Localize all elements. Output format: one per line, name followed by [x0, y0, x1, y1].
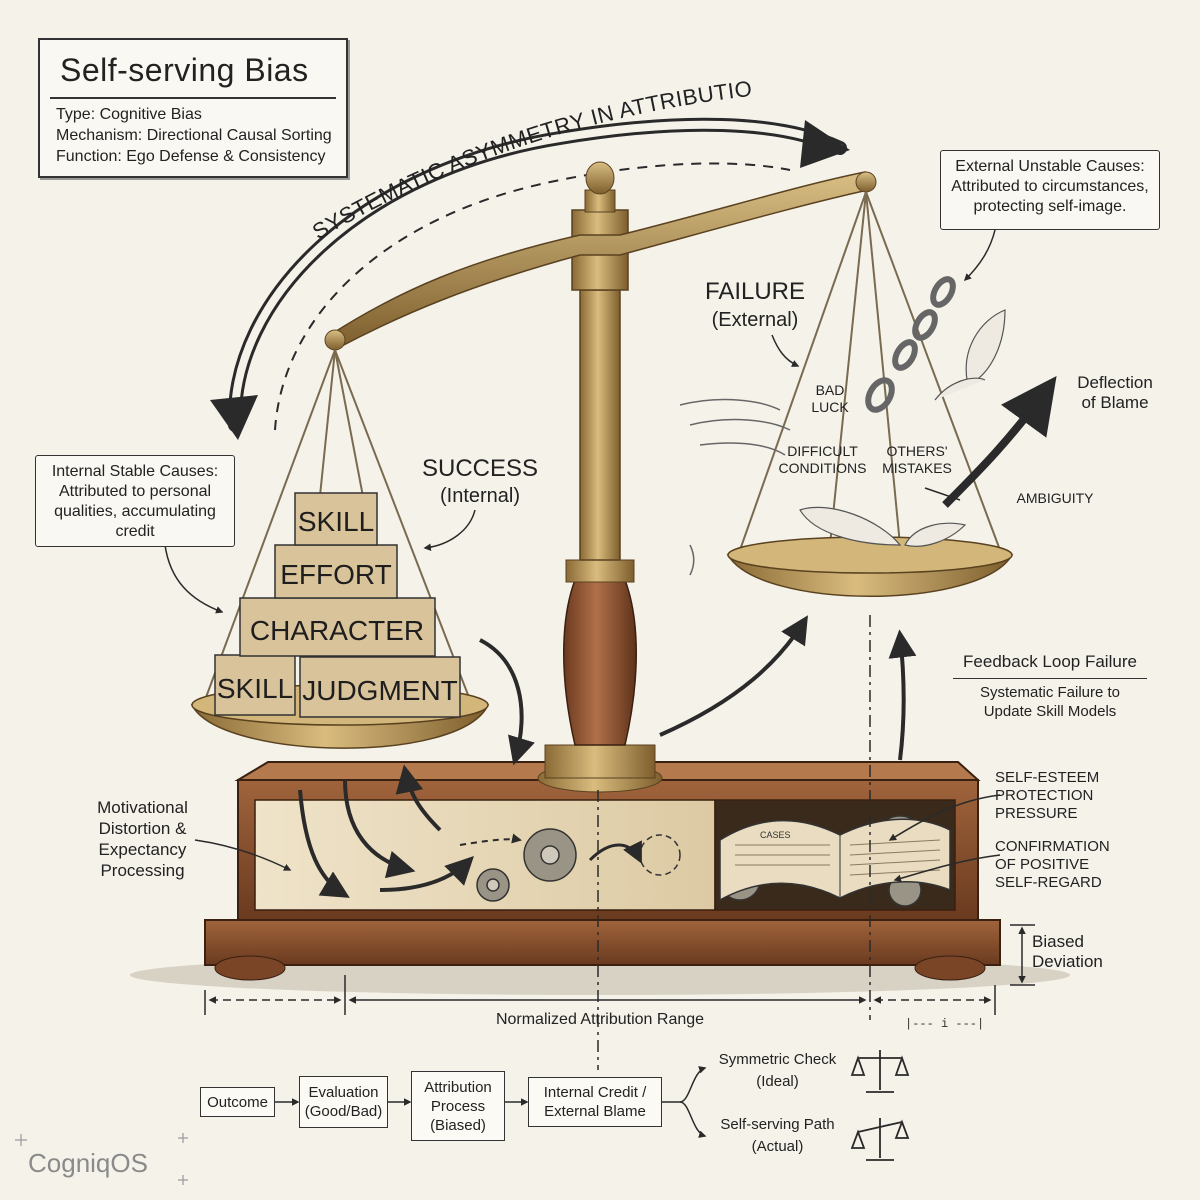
broken-chain-icon	[865, 276, 956, 413]
success-sublabel: (Internal)	[439, 485, 521, 507]
distortion-arrows	[298, 764, 642, 898]
svg-text:EFFORT: EFFORT	[280, 559, 391, 590]
flow-credit-blame: Internal Credit / External Blame	[528, 1077, 662, 1127]
title-divider	[50, 97, 336, 99]
biased-deviation-label: Biased Deviation	[1032, 932, 1114, 972]
svg-text:|--- i ---|: |--- i ---|	[905, 1017, 984, 1031]
meta-function: Function: Ego Defense & Consistency	[56, 148, 326, 165]
feedback-title: Feedback Loop Failure	[963, 652, 1137, 671]
flow-evaluation: Evaluation (Good/Bad)	[299, 1076, 388, 1128]
tilted-scale-icon	[850, 1118, 910, 1161]
range-label: Normalized Attribution Range	[495, 1011, 705, 1028]
bad-luck-line1: BAD	[815, 382, 845, 398]
ambiguity-label: AMBIGUITY	[1016, 490, 1094, 506]
flow-outcome: Outcome	[200, 1087, 275, 1117]
difficult-line1: DIFFICULT	[787, 443, 858, 459]
sparkle-icon	[15, 1133, 188, 1185]
failure-label: FAILURE	[704, 278, 806, 305]
feedback-line1: Systematic Failure to	[979, 684, 1121, 701]
block-judgment: JUDGMENT	[299, 656, 461, 718]
attribution-line3: (Biased)	[430, 1116, 486, 1134]
title-box: Self-serving Bias Type: Cognitive Bias M…	[38, 38, 348, 178]
motivational-line4: Processing	[100, 861, 185, 880]
self-serving-path-label: Self-serving Path (Actual)	[705, 1114, 850, 1158]
confirmation-line1: CONFIRMATION	[995, 838, 1110, 855]
self-esteem-pressure-label: SELF-ESTEEM PROTECTION PRESSURE	[995, 769, 1115, 823]
motivational-line3: Expectancy	[98, 840, 187, 859]
beam-end-left	[324, 329, 346, 351]
wind-icon	[679, 398, 791, 576]
feedback-divider	[953, 678, 1147, 679]
internal-causes-callout: Internal Stable Causes: Attributed to pe…	[35, 455, 235, 547]
symmetric-line1: Symmetric Check	[718, 1051, 837, 1068]
flow-arrows	[479, 375, 1057, 766]
brand-logo: CogniqOS	[28, 1148, 148, 1178]
feedback-loop-note: Feedback Loop Failure Systematic Failure…	[935, 652, 1165, 721]
others-line1: OTHERS'	[886, 443, 948, 459]
biased-line2: Deviation	[1032, 952, 1103, 971]
svg-text:CHARACTER: CHARACTER	[250, 615, 424, 646]
difficult-line2: CONDITIONS	[778, 460, 867, 476]
pressure-line1: SELF-ESTEEM	[995, 769, 1100, 786]
arc-arrowhead-right	[800, 120, 850, 168]
credit-line1: Internal Credit /	[543, 1084, 647, 1101]
book-label: CASES	[760, 830, 791, 840]
feedback-line2: Update Skill Models	[983, 703, 1117, 720]
bad-luck-line2: LUCK	[811, 399, 849, 415]
confirmation-line2: OF POSITIVE	[995, 856, 1090, 873]
difficult-conditions-label: DIFFICULT CONDITIONS	[770, 443, 875, 477]
pressure-line2: PROTECTION	[995, 787, 1094, 804]
meta-type: Type: Cognitive Bias	[56, 106, 202, 123]
attribution-line1: Attribution	[424, 1078, 492, 1096]
block-character: CHARACTER	[239, 597, 436, 657]
asymmetry-arc	[210, 117, 850, 440]
arc-arrowhead-left	[210, 395, 258, 440]
motivational-line2: Distortion &	[98, 819, 187, 838]
symmetric-line2: (Ideal)	[756, 1073, 799, 1090]
motivational-line1: Motivational	[97, 798, 188, 817]
bad-luck-label: BAD LUCK	[800, 382, 860, 416]
page-title: Self-serving Bias	[60, 52, 309, 88]
svg-text:JUDGMENT: JUDGMENT	[302, 675, 458, 706]
confirmation-line3: SELF-REGARD	[995, 874, 1102, 891]
external-causes-callout: External Unstable Causes: Attributed to …	[940, 150, 1160, 230]
deflection-line2: of Blame	[1081, 393, 1149, 412]
attribution-line2: Process	[430, 1097, 486, 1115]
evaluation-line1: Evaluation	[308, 1084, 379, 1101]
scale-column	[537, 161, 663, 793]
pressure-line3: PRESSURE	[995, 805, 1078, 822]
selfserving-line1: Self-serving Path	[720, 1116, 835, 1133]
callout-pointers	[164, 229, 1001, 882]
motivational-distortion-label: Motivational Distortion & Expectancy Pro…	[75, 797, 210, 881]
beam-end-right	[855, 171, 877, 193]
right-chains	[739, 191, 1001, 551]
confirmation-label: CONFIRMATION OF POSITIVE SELF-REGARD	[995, 838, 1125, 892]
flow-attribution: Attribution Process (Biased)	[411, 1071, 505, 1141]
others-mistakes-label: OTHERS' MISTAKES	[872, 443, 962, 477]
block-skill-top: SKILL	[294, 492, 378, 546]
block-effort: EFFORT	[274, 544, 398, 599]
deflection-label: Deflection of Blame	[1060, 373, 1170, 413]
deflection-line1: Deflection	[1077, 373, 1153, 392]
success-blocks: SKILL JUDGMENT CHARACTER EFFORT SKILL	[214, 492, 461, 718]
others-line2: MISTAKES	[882, 460, 952, 476]
symmetric-check-label: Symmetric Check (Ideal)	[705, 1049, 850, 1093]
svg-text:SKILL: SKILL	[217, 673, 293, 704]
feather-icon	[799, 309, 1006, 547]
block-skill-bottom: SKILL	[214, 654, 296, 716]
credit-line2: External Blame	[544, 1103, 646, 1120]
reference-lines: |--- i ---|	[204, 615, 1035, 1070]
right-pan	[726, 536, 1014, 597]
biased-line1: Biased	[1032, 932, 1084, 951]
svg-text:SKILL: SKILL	[298, 506, 374, 537]
success-label: SUCCESS	[421, 455, 539, 482]
selfserving-line2: (Actual)	[751, 1138, 804, 1155]
evaluation-line2: (Good/Bad)	[304, 1103, 383, 1120]
meta-mechanism: Mechanism: Directional Causal Sorting	[56, 127, 332, 144]
balance-scale-icon	[850, 1050, 910, 1093]
failure-sublabel: (External)	[711, 309, 799, 331]
flow-connectors	[275, 1068, 705, 1138]
